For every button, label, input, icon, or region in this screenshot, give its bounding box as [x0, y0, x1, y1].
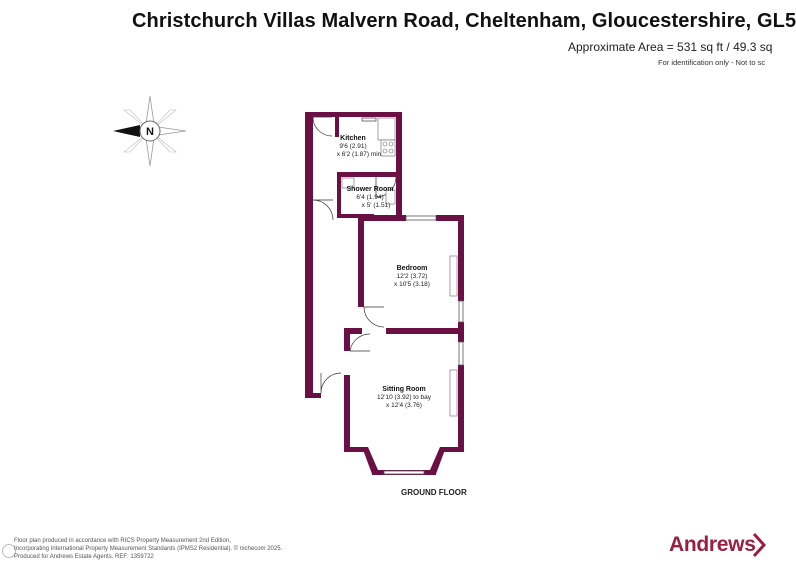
room-name: Kitchen — [340, 135, 366, 142]
room-name: Bedroom — [397, 265, 428, 272]
footer-line: Floor plan produced in accordance with R… — [14, 538, 231, 544]
room-name: Sitting Room — [382, 386, 426, 393]
room-dimension: x 5' (1.51) — [362, 202, 391, 209]
room-bedroom: Bedroom 12'2 (3.72) x 10'5 (3.18) — [394, 265, 430, 288]
room-dimension: 12'10 (3.92) to bay — [377, 394, 432, 401]
brand-logo: Andrews — [669, 533, 756, 556]
footer-line: Incorporating International Property Mea… — [14, 546, 283, 552]
footer-notes: Floor plan produced in accordance with R… — [14, 537, 282, 561]
approximate-area: Approximate Area = 531 sq ft / 49.3 sq — [568, 40, 773, 54]
room-dimension: 12'2 (3.72) — [397, 273, 428, 280]
room-name: Shower Room — [346, 186, 393, 193]
windows — [361, 117, 464, 475]
room-shower: Shower Room 6'4 (1.94) x 5' (1.51) — [346, 186, 393, 209]
brand-mark-icon — [752, 532, 767, 558]
room-dimension: x 12'4 (3.76) — [386, 402, 422, 409]
room-dimension: x 6'2 (1.87) min — [337, 151, 382, 158]
doors — [312, 116, 397, 394]
floor-label: GROUND FLOOR — [401, 488, 467, 497]
floor-plan: N — [113, 95, 464, 475]
page-title: Christchurch Villas Malvern Road, Chelte… — [132, 10, 796, 32]
compass-icon: N — [113, 95, 187, 167]
room-kitchen: Kitchen 9'6 (2.91) x 6'2 (1.87) min — [337, 135, 382, 158]
room-dimension: 6'4 (1.94) — [356, 194, 383, 201]
accessibility-icon — [2, 544, 16, 558]
walls — [305, 112, 464, 475]
compass-north-label: N — [146, 126, 154, 138]
room-dimension: x 10'5 (3.18) — [394, 281, 430, 288]
footer-line: Produced for Andrews Estate Agents. REF:… — [14, 554, 154, 560]
fixtures — [341, 117, 458, 417]
identification-note: For identification only - Not to sc — [658, 58, 766, 67]
room-dimension: 9'6 (2.91) — [339, 143, 366, 150]
room-sitting: Sitting Room 12'10 (3.92) to bay x 12'4 … — [377, 386, 432, 409]
